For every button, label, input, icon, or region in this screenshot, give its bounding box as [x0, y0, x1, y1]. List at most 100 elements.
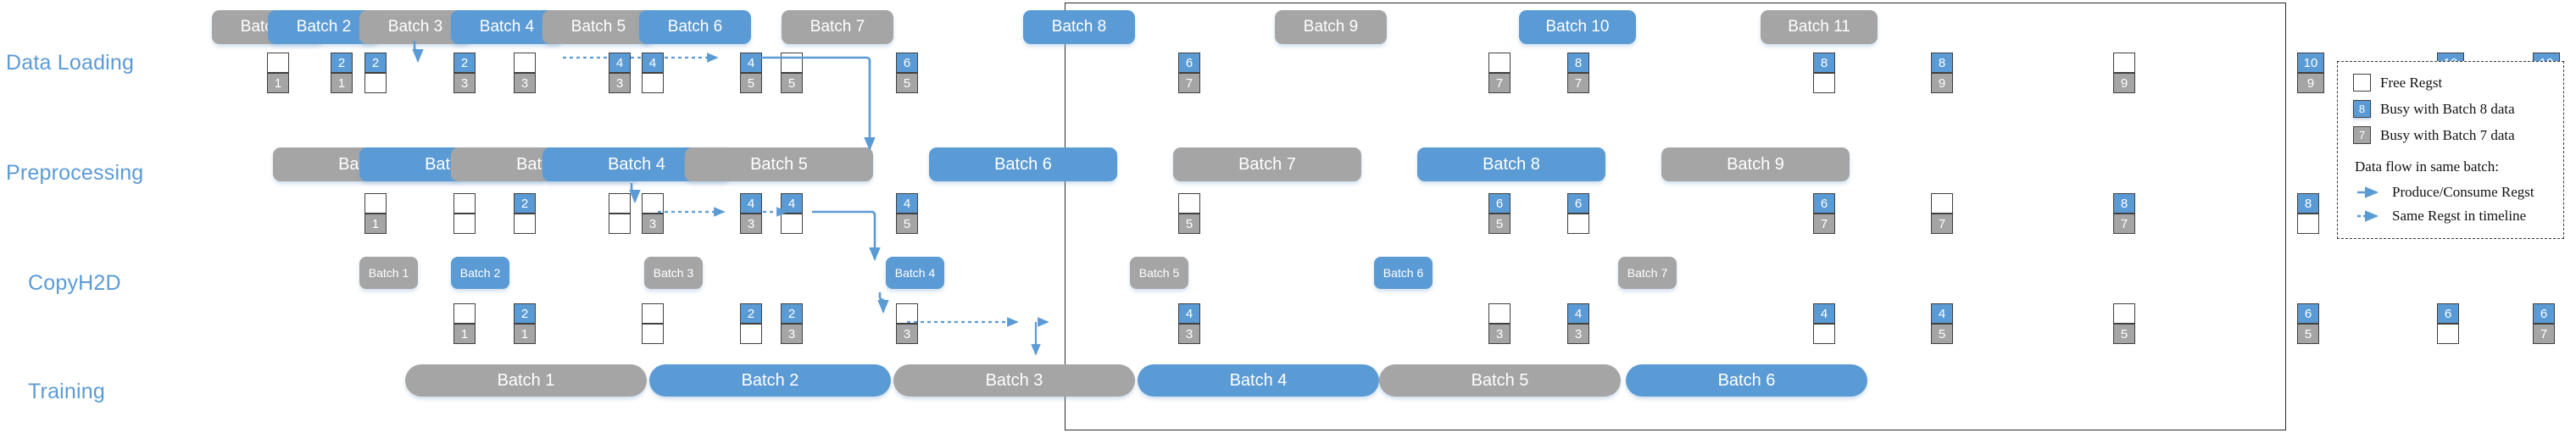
data-loading-bar-10[interactable]: Batch 10 [1519, 10, 1636, 44]
preprocessing-bar-6[interactable]: Batch 6 [929, 147, 1117, 181]
preprocessing-register-pair-2 [453, 193, 476, 234]
copyh2d-register-pair-6: 3 [896, 303, 918, 344]
preprocessing-bar-label: Batch 9 [1727, 154, 1784, 174]
copyh2d-bar-label: Batch 2 [459, 266, 501, 280]
preprocessing-register-pair-9: 5 [1178, 193, 1200, 234]
copyh2d-bar-4[interactable]: Batch 4 [886, 257, 944, 289]
data-loading-register-cell-bot [364, 73, 387, 93]
data-loading-bar-9[interactable]: Batch 9 [1275, 10, 1387, 44]
data-loading-register-cell-bot: 1 [267, 73, 289, 93]
legend-item-flow-solid: Produce/Consume Regst [2356, 184, 2534, 201]
data-loading-register-pair-14: 8 [1813, 53, 1835, 93]
copyh2d-register-pair-1: 1 [453, 303, 476, 344]
copyh2d-register-cell-bot: 5 [2297, 324, 2319, 344]
data-loading-register-cell-bot: 9 [1931, 73, 1953, 93]
training-bar-6[interactable]: Batch 6 [1626, 364, 1867, 397]
copyh2d-register-cell-top: 4 [1931, 303, 1953, 324]
preprocessing-register-cell-bot: 5 [896, 214, 918, 234]
data-loading-bar-11[interactable]: Batch 11 [1761, 10, 1878, 44]
data-loading-register-cell-bot: 5 [781, 73, 803, 93]
legend-item-busy-current: 8 Busy with Batch 8 data [2353, 100, 2515, 118]
preprocessing-bar-label: Batch 5 [750, 154, 808, 174]
training-bar-1[interactable]: Batch 1 [405, 364, 647, 397]
data-loading-bar-6[interactable]: Batch 6 [639, 10, 751, 44]
data-loading-register-cell-bot: 5 [896, 73, 918, 93]
preprocessing-register-cell-top [1931, 193, 1953, 214]
preprocessing-register-cell-top: 4 [740, 193, 762, 214]
copyh2d-register-cell-top: 2 [781, 303, 803, 324]
legend-label-busy-previous: Busy with Batch 7 data [2380, 126, 2515, 143]
preprocessing-register-cell-top [364, 193, 387, 214]
copyh2d-bar-6[interactable]: Batch 6 [1374, 257, 1433, 289]
copyh2d-register-cell-top [1488, 303, 1511, 324]
training-bar-label: Batch 6 [1717, 370, 1776, 390]
data-loading-register-cell-top [1488, 53, 1511, 73]
preprocessing-register-pair-15: 8 [2297, 193, 2319, 234]
preprocessing-register-cell-bot: 7 [1813, 214, 1835, 234]
training-bar-2[interactable]: Batch 2 [649, 364, 891, 397]
copyh2d-bar-2[interactable]: Batch 2 [451, 257, 509, 289]
copyh2d-register-cell-top: 6 [2297, 303, 2319, 324]
preprocessing-register-cell-top: 6 [1488, 193, 1511, 214]
preprocessing-register-cell-top: 8 [2113, 193, 2135, 214]
copyh2d-register-cell-bot [642, 324, 664, 344]
copyh2d-register-cell-bot: 1 [514, 324, 536, 344]
focus-region-frame [1065, 3, 2286, 430]
data-loading-register-cell-top: 2 [364, 53, 387, 73]
training-bar-4[interactable]: Batch 4 [1138, 364, 1379, 397]
preprocessing-register-cell-bot: 1 [364, 214, 387, 234]
copyh2d-register-pair-8: 3 [1488, 303, 1511, 344]
preprocessing-register-cell-bot [514, 214, 536, 234]
copyh2d-bar-label: Batch 1 [368, 266, 409, 280]
copyh2d-bar-3[interactable]: Batch 3 [644, 257, 703, 289]
data-loading-bar-8[interactable]: Batch 8 [1023, 10, 1135, 44]
data-loading-bar-label: Batch 3 [387, 18, 443, 36]
copyh2d-bar-5[interactable]: Batch 5 [1130, 257, 1188, 289]
legend-label-flow-solid: Produce/Consume Regst [2392, 184, 2534, 200]
copyh2d-register-cell-bot [740, 324, 762, 344]
data-loading-register-cell-top: 2 [331, 53, 353, 73]
copyh2d-register-cell-bot: 3 [896, 324, 918, 344]
data-loading-bar-label: Batch 8 [1051, 18, 1107, 36]
preprocessing-bar-8[interactable]: Batch 8 [1417, 147, 1605, 181]
copyh2d-bar-7[interactable]: Batch 7 [1618, 257, 1677, 289]
legend-swatch-busy-previous: 7 [2353, 126, 2371, 144]
preprocessing-bar-9[interactable]: Batch 9 [1661, 147, 1850, 181]
data-loading-bar-5[interactable]: Batch 5 [542, 10, 654, 44]
preprocessing-bar-5[interactable]: Batch 5 [685, 147, 873, 181]
copyh2d-bar-label: Batch 6 [1383, 266, 1424, 280]
legend-item-flow-dashed: Same Regst in timeline [2356, 208, 2526, 225]
data-loading-bar-7[interactable]: Batch 7 [782, 10, 893, 44]
preprocessing-bar-7[interactable]: Batch 7 [1173, 147, 1361, 181]
data-loading-register-cell-bot: 1 [331, 73, 353, 93]
data-loading-register-cell-top [781, 53, 803, 73]
training-bar-3[interactable]: Batch 3 [893, 364, 1135, 397]
legend-arrow-solid-icon [2356, 186, 2385, 198]
legend-label-free: Free Regst [2380, 74, 2443, 91]
data-loading-register-cell-bot: 3 [453, 73, 476, 93]
preprocessing-register-pair-13: 7 [1931, 193, 1953, 234]
training-bar-5[interactable]: Batch 5 [1379, 364, 1621, 397]
copyh2d-bar-1[interactable]: Batch 1 [359, 257, 418, 289]
preprocessing-register-cell-bot [453, 214, 476, 234]
copyh2d-register-cell-top: 4 [1567, 303, 1589, 324]
preprocessing-register-cell-bot [2297, 214, 2319, 234]
data-loading-register-cell-top: 6 [896, 53, 918, 73]
copyh2d-register-cell-top [453, 303, 476, 324]
training-bar-label: Batch 4 [1229, 370, 1288, 390]
data-loading-bar-label: Batch 2 [296, 18, 352, 36]
copyh2d-bar-label: Batch 3 [653, 266, 694, 280]
preprocessing-register-cell-top: 4 [896, 193, 918, 214]
wire-reg-to-copy6 [812, 210, 881, 262]
